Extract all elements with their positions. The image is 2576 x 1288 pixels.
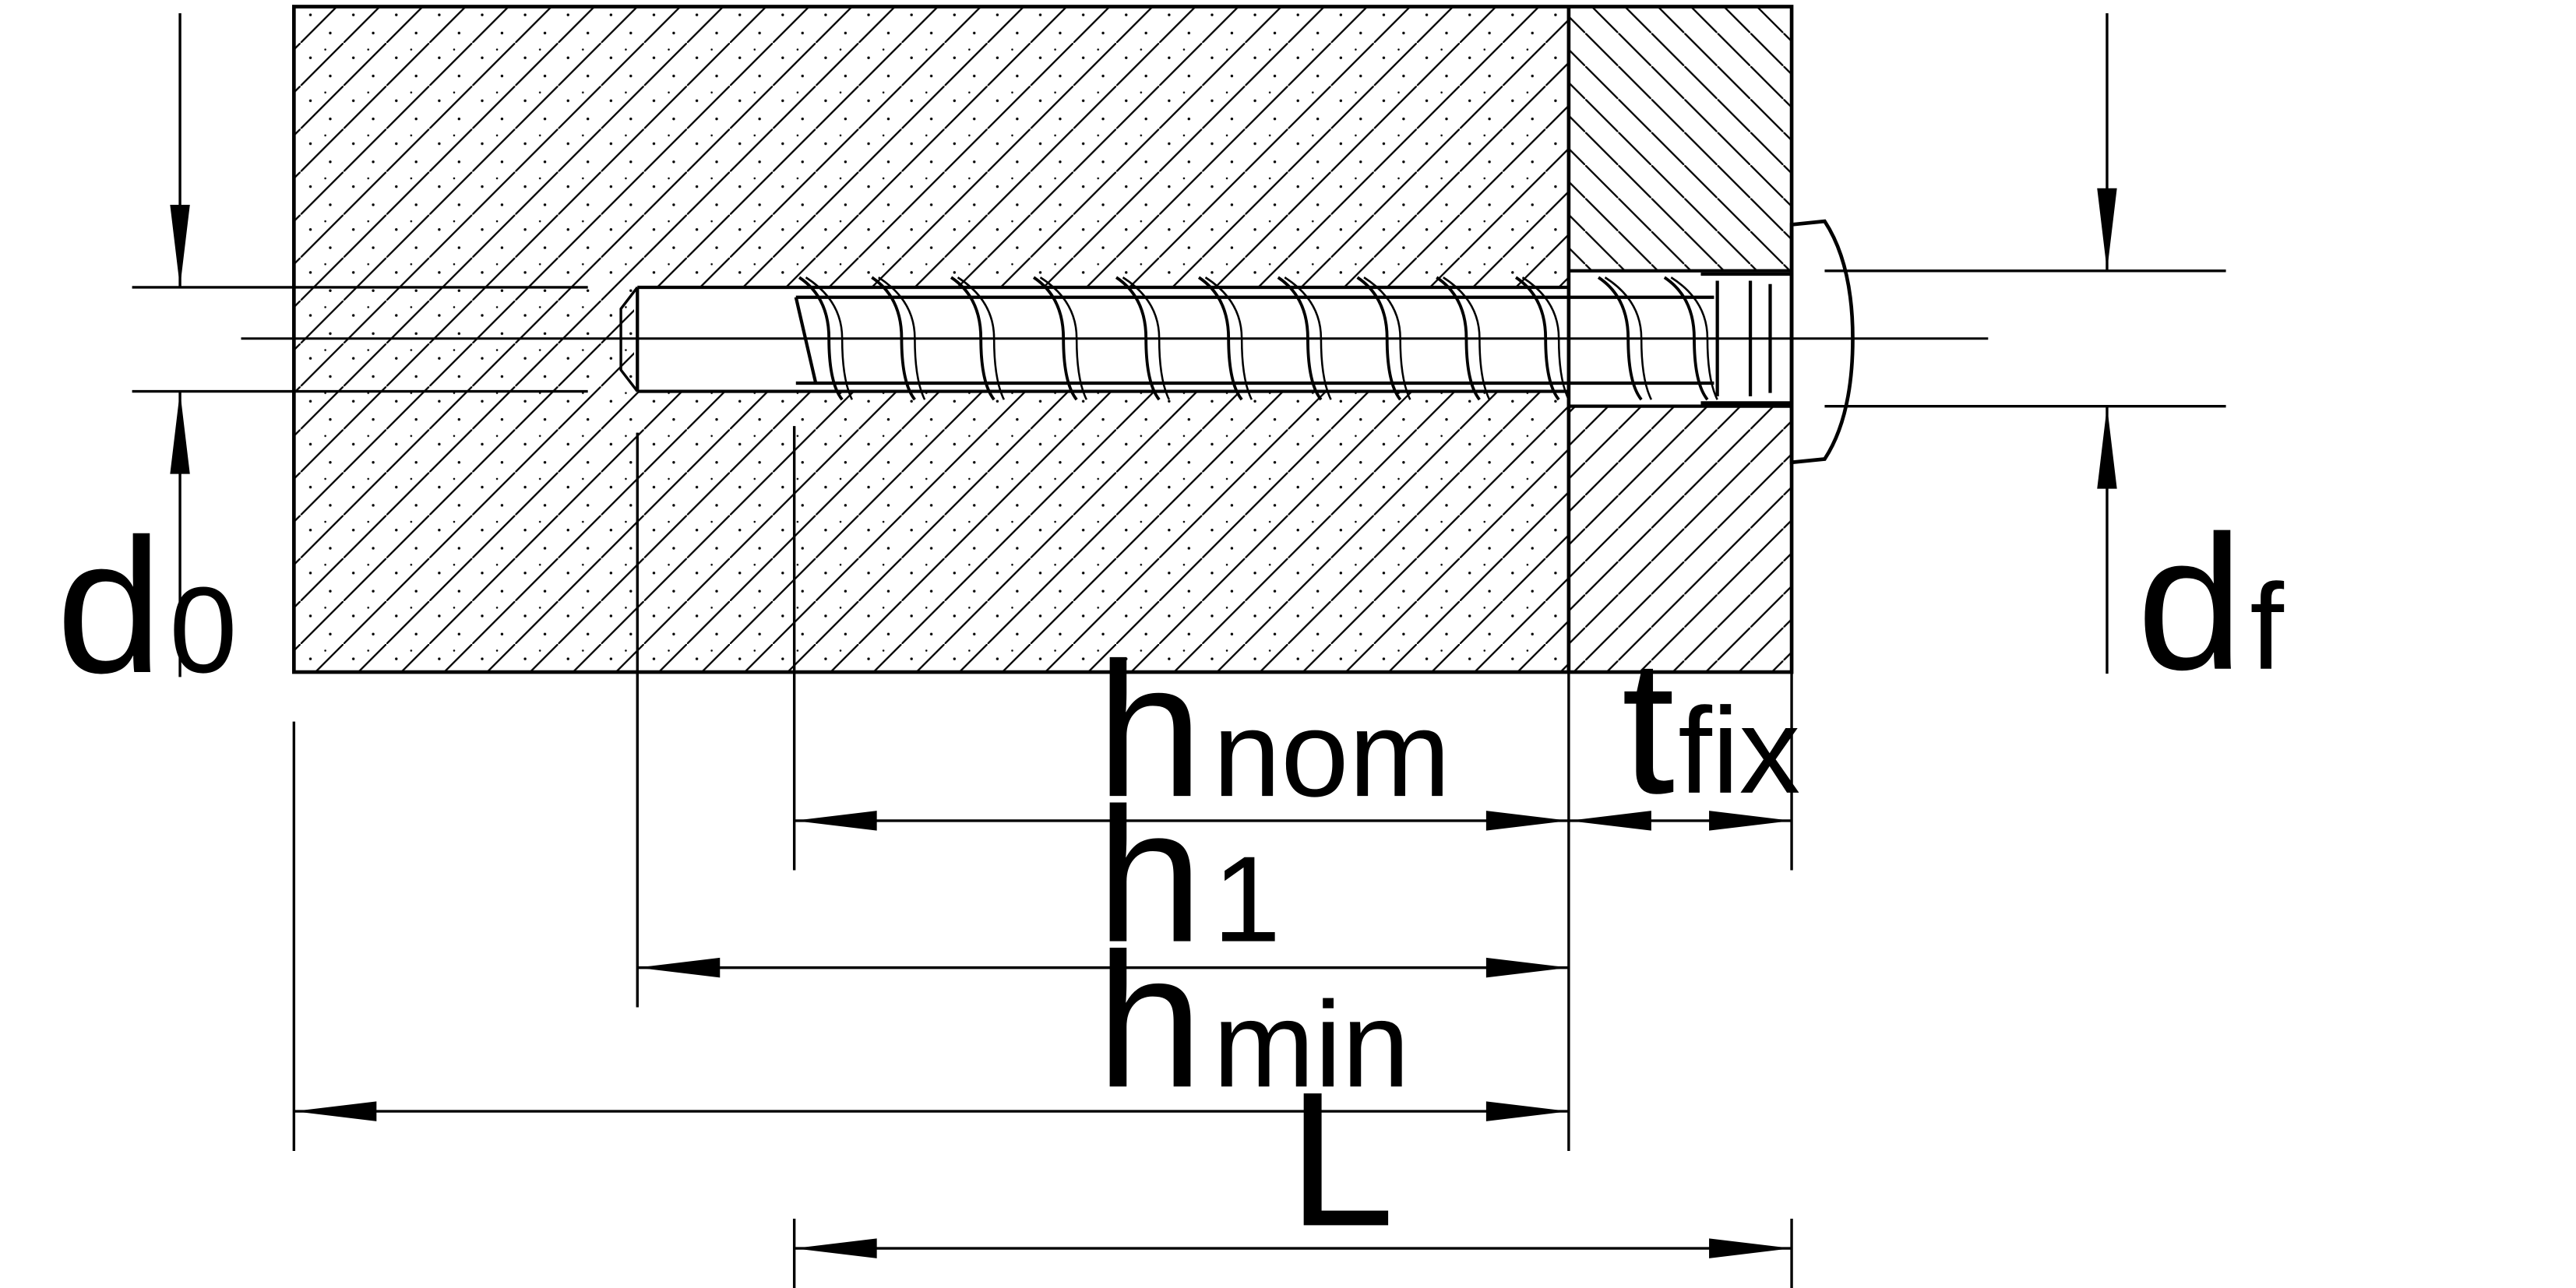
hnom-subscript: nom — [1213, 686, 1450, 822]
dimension-L: L — [794, 1052, 1792, 1266]
svg-text:h1: h1 — [1097, 769, 1281, 983]
dimension-tfix: tfix — [1568, 620, 1800, 834]
extension-lines — [292, 426, 1793, 1288]
screw-head — [1789, 219, 1855, 465]
df-symbol: d — [2137, 496, 2243, 710]
hmin-subscript: min — [1213, 977, 1410, 1113]
svg-text:tfix: tfix — [1622, 620, 1800, 834]
screw-shank — [794, 295, 1714, 385]
fixture-part — [1568, 6, 1792, 673]
L-symbol: L — [1288, 1052, 1395, 1266]
h1-subscript: 1 — [1213, 832, 1281, 968]
svg-text:df: df — [2137, 496, 2284, 710]
d0-symbol: d — [56, 499, 163, 713]
df-subscript: f — [2250, 559, 2284, 695]
tfix-symbol: t — [1622, 620, 1675, 834]
h1-symbol: h — [1097, 769, 1203, 983]
svg-text:d0: d0 — [56, 499, 237, 713]
hmin-symbol: h — [1097, 913, 1203, 1128]
d0-subscript: 0 — [169, 562, 237, 699]
tfix-subscript: fix — [1678, 683, 1800, 819]
hnom-symbol: h — [1097, 623, 1203, 837]
